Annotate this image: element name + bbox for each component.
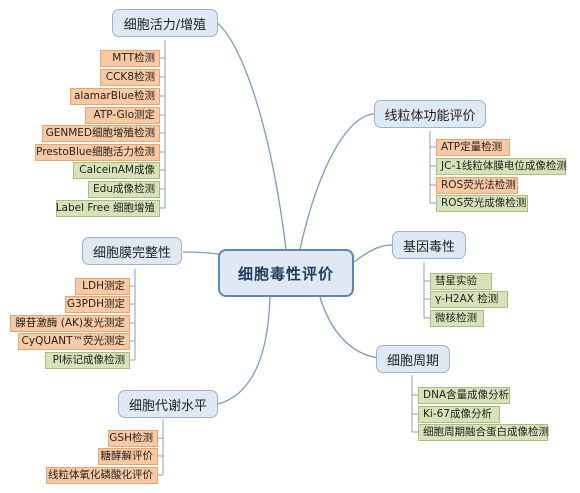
leaf-edu: Edu成像检测: [88, 181, 160, 198]
leaf-cyquant: CyQUANT™荧光测定: [18, 333, 130, 350]
leaf-ros-assay: ROS荧光法检测: [436, 177, 518, 194]
branch-cell-cycle: 细胞周期: [376, 345, 450, 373]
leaf-h2ax: γ-H2AX 检测: [430, 291, 508, 308]
leaf-micronucleus: 微核检测: [430, 310, 484, 327]
leaf-label-free: Label Free 细胞增殖: [56, 200, 160, 217]
branch-membrane: 细胞膜完整性: [82, 237, 182, 265]
leaf-g3pdh: G3PDH测定: [65, 296, 130, 313]
leaf-oxphos: 线粒体氧化磷酸化评价: [46, 467, 158, 484]
leaf-alamarblue: alamarBlue检测: [70, 88, 160, 105]
leaf-atp-glo: ATP-Glo测定: [85, 107, 160, 124]
leaf-atp-quant: ATP定量检测: [436, 139, 510, 156]
leaf-dna-content: DNA含量成像分析: [418, 387, 510, 404]
branch-genotoxicity: 基因毒性: [392, 231, 466, 259]
leaf-genmed: GENMED细胞增殖检测: [42, 125, 160, 142]
leaf-jc1: JC-1线粒体膜电位成像检测: [436, 158, 567, 175]
branch-metabolism: 细胞代谢水平: [118, 390, 218, 418]
leaf-ki67: Ki-67成像分析: [418, 406, 500, 423]
leaf-fusion-protein: 细胞周期融合蛋白成像检测: [418, 424, 549, 441]
branch-viability: 细胞活力/增殖: [112, 9, 218, 37]
leaf-pi: PI标记成像检测: [45, 352, 130, 369]
leaf-gsh: GSH检测: [108, 430, 158, 447]
leaf-calceinam: CalceinAM成像: [73, 162, 160, 179]
leaf-prestoblue: PrestoBlue细胞活力检测: [35, 144, 160, 161]
leaf-mtt: MTT检测: [100, 50, 160, 67]
leaf-ros-imaging: ROS荧光成像检测: [436, 195, 528, 212]
branch-mitochondria: 线粒体功能评价: [374, 100, 486, 128]
leaf-ak: 腺苷激酶 (AK)发光测定: [10, 315, 130, 332]
central-topic: 细胞毒性评价: [218, 249, 354, 297]
leaf-cck8: CCK8检测: [100, 69, 160, 86]
leaf-comet: 彗星实验: [430, 273, 492, 290]
leaf-glycolysis: 糖酵解评价: [98, 448, 158, 465]
leaf-ldh: LDH测定: [75, 278, 130, 295]
